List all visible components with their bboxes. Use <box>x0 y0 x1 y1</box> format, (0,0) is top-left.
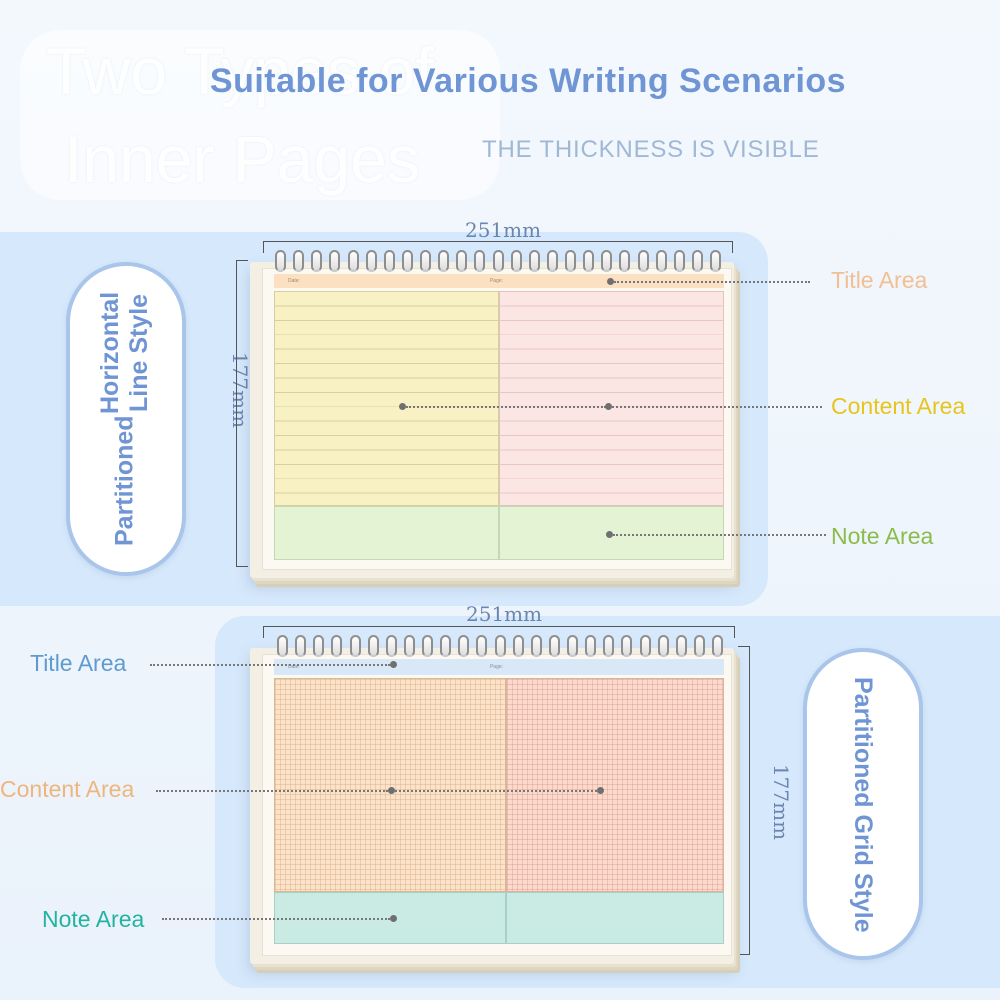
style-2-note-label: Note Area <box>42 906 145 932</box>
style-2-name: Partitioned Grid Style <box>848 677 877 933</box>
style-2-title-date: Date: <box>288 664 300 670</box>
style-2-title-page: Page: <box>489 664 504 670</box>
style-1-content-marker-right <box>605 403 612 410</box>
style-2-width-dimension-line <box>263 626 735 638</box>
style-2-note-marker <box>390 915 397 922</box>
ghost-heading-line-2: Inner Pages <box>64 122 420 196</box>
style-2-height-label: 177mm <box>769 763 794 841</box>
style-2-title-marker <box>390 661 397 668</box>
style-1-content-marker-left <box>399 403 406 410</box>
ghost-heading-line-1: Two Types of <box>46 34 434 108</box>
style-1-title-page: Page: <box>489 278 504 284</box>
style-1-width-dimension-line <box>263 241 733 253</box>
style-1-width-label: 251mm <box>465 218 542 242</box>
style-2-spiral-binding <box>277 635 723 657</box>
style-1-content-leader-left <box>406 406 606 408</box>
style-1-content-label: Content Area <box>831 393 966 419</box>
style-1-title-label: Title Area <box>831 267 928 293</box>
style-2-content-leader-right <box>395 790 597 792</box>
style-1-content-area-left <box>274 291 499 506</box>
headline: Suitable for Various Writing Scenarios <box>209 62 847 100</box>
style-2-title-label: Title Area <box>30 650 127 676</box>
style-1-title-marker <box>607 278 614 285</box>
style-1-note-leader <box>613 534 826 536</box>
style-1-name-line-2: Horizontal Line Style <box>96 291 153 414</box>
style-1-spiral-binding <box>275 250 721 272</box>
style-1-note-marker <box>606 531 613 538</box>
style-1-height-dimension-line <box>236 260 248 567</box>
style-2-note-area-right <box>506 892 724 944</box>
style-2-title-leader <box>150 664 390 666</box>
style-2-content-leader-left <box>156 790 388 792</box>
style-2-title-area: Date: Page: <box>274 659 724 675</box>
ghost-banner <box>20 30 500 200</box>
style-1-title-leader <box>614 281 810 283</box>
style-2-content-area-right <box>506 678 724 892</box>
style-1-name-line-1: Partitioned <box>110 415 139 546</box>
style-1-title-date: Date: <box>288 278 300 284</box>
style-2-content-marker-right <box>597 787 604 794</box>
style-2-height-dimension-line <box>738 646 750 955</box>
style-2-content-label: Content Area <box>0 776 135 802</box>
subline: THE THICKNESS IS VISIBLE <box>482 136 820 163</box>
style-1-content-leader-right <box>612 406 822 408</box>
style-2-content-marker-left <box>388 787 395 794</box>
style-2-note-leader <box>162 918 390 920</box>
style-1-content-area-right <box>499 291 724 506</box>
style-1-note-label: Note Area <box>831 523 934 549</box>
style-1-note-area-left <box>274 506 499 560</box>
style-2-name-badge <box>803 648 923 960</box>
style-1-name-badge <box>66 262 186 576</box>
style-2-content-area-left <box>274 678 506 892</box>
style-2-width-label: 251mm <box>466 602 543 626</box>
